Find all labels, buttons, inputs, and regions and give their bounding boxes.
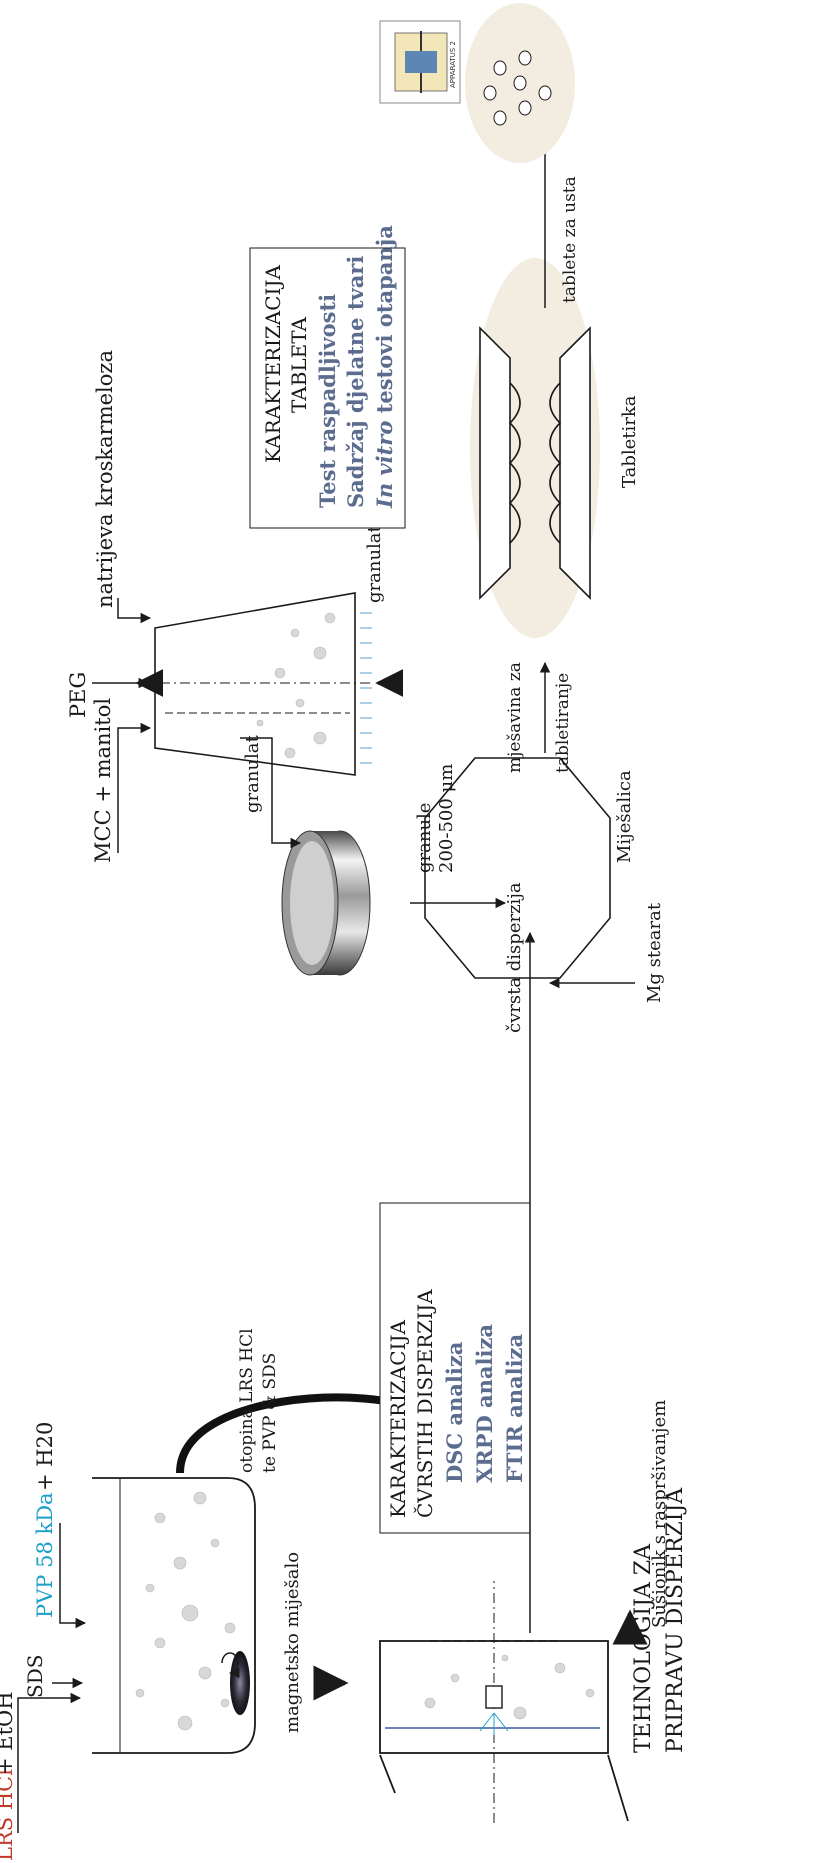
mixer-icon xyxy=(424,757,611,979)
sieve-icon xyxy=(281,830,371,976)
odt-label: tablete za usta xyxy=(560,176,580,303)
mcc-label: MCC + manitol xyxy=(91,698,115,863)
tablet-characterization-box: KARAKTERIZACIJA TABLETA Test raspadljivo… xyxy=(249,225,406,529)
blend-label-1: mješavina za xyxy=(505,662,525,773)
mg-stearate-arrow xyxy=(555,918,640,983)
tab-char-item-content: Sadržaj djelatne tvari xyxy=(343,256,368,508)
tab-char-item-dissolution: In vitro testovi otapanja xyxy=(372,225,397,509)
sd-char-item-ftir: FTIR analiza xyxy=(502,1334,527,1483)
granules-label-2: 200-500 μm xyxy=(436,764,457,873)
solution-label-2: te PVP & SDS xyxy=(260,1353,280,1473)
rotation-arrow-icon xyxy=(221,1652,240,1679)
mixer-label: Miješalica xyxy=(614,770,635,863)
dissolution-apparatus-icon: APPARATUS 2 xyxy=(379,20,461,104)
solution-label-1: otopina LRS HCl xyxy=(237,1328,257,1473)
beaker xyxy=(92,1477,256,1754)
apparatus-text: APPARATUS 2 xyxy=(449,41,457,88)
ccs-label: natrijeva kroskarmeloza xyxy=(93,350,117,608)
fluid-bed-granulator xyxy=(135,592,404,776)
stir-bar xyxy=(230,1651,250,1715)
press-label: Tabletirka xyxy=(619,395,640,488)
solid-dispersion-label: čvrsta disperzija xyxy=(504,882,525,1033)
sd-char-title-1: KARAKTERIZACIJA xyxy=(386,1320,410,1518)
tab-char-title-2: TABLETA xyxy=(287,316,311,413)
title-line-2: PRIPRAVU DISPERZIJA xyxy=(663,1487,688,1753)
tablets-icon xyxy=(483,50,552,126)
water-label: + H20 xyxy=(33,1422,57,1491)
sd-char-item-xrpd: XRPD analiza xyxy=(472,1324,497,1483)
granulate-label: granulat xyxy=(242,734,263,813)
tab-char-item-disintegration: Test raspadljivosti xyxy=(315,294,340,508)
peg-label: PEG xyxy=(66,672,90,718)
nozzle-icon xyxy=(479,1685,509,1735)
lrs-label: LRS HCl xyxy=(0,1769,17,1861)
etoh-label: + EtOH xyxy=(0,1691,17,1775)
stirrer-label: magnetsko miješalo xyxy=(282,1552,303,1733)
granulate-arrow xyxy=(240,737,302,849)
solid-dispersion-characterization-box: KARAKTERIZACIJA ČVRSTIH DISPERZIJA DSC a… xyxy=(379,1202,531,1534)
sd-char-title-2: ČVRSTIH DISPERZIJA xyxy=(412,1289,437,1518)
sd-char-item-dsc: DSC analiza xyxy=(442,1341,467,1483)
spray-dryer xyxy=(313,1581,648,1823)
pvp-label: PVP 58 kDa xyxy=(33,1492,57,1618)
input-arrows xyxy=(17,1523,87,1833)
tablet-press-icon xyxy=(479,326,591,600)
mg-stearate-label: Mg stearat xyxy=(644,902,665,1003)
tab-char-title-1: KARAKTERIZACIJA xyxy=(261,265,285,463)
spray-dryer-label: Sušionik s raspršivanjem xyxy=(649,1400,670,1628)
dissolution-rest: testovi otapanja xyxy=(372,225,397,421)
blend-label-2: tabletiranje xyxy=(553,673,573,773)
sds-label: SDS xyxy=(23,1655,47,1698)
in-vitro-prefix: In vitro xyxy=(372,421,397,509)
title-line-1: TEHNOLOGIJA ZA xyxy=(631,1543,656,1753)
